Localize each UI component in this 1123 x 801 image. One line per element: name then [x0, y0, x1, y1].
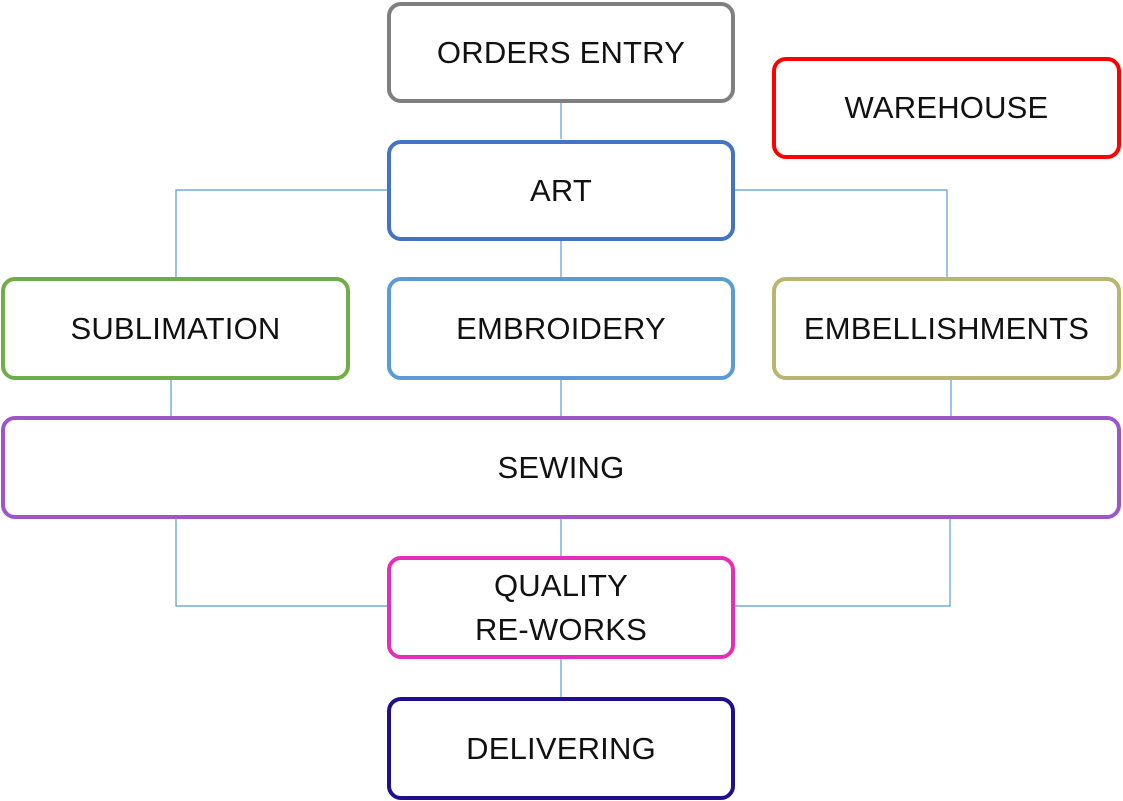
node-quality-reworks-label: QUALITY RE-WORKS — [474, 568, 648, 647]
node-delivering: DELIVERING — [387, 697, 735, 800]
node-warehouse: WAREHOUSE — [772, 57, 1121, 159]
node-quality-reworks: QUALITY RE-WORKS — [387, 556, 735, 659]
node-art-label: ART — [529, 172, 593, 208]
connector-quality-to-sewing-right — [734, 519, 951, 607]
node-sublimation: SUBLIMATION — [1, 277, 350, 380]
node-orders-entry-label: ORDERS ENTRY — [436, 34, 686, 70]
node-sewing-label: SEWING — [497, 449, 625, 485]
node-art: ART — [387, 140, 735, 241]
node-warehouse-label: WAREHOUSE — [844, 90, 1049, 126]
connector-art-to-embellishments — [734, 189, 948, 277]
connector-quality-to-sewing-left — [175, 519, 388, 607]
node-sublimation-label: SUBLIMATION — [70, 310, 281, 346]
node-orders-entry: ORDERS ENTRY — [387, 2, 735, 103]
node-sewing: SEWING — [1, 416, 1121, 519]
connector-art-to-sublimation — [175, 189, 388, 277]
node-embellishments-label: EMBELLISHMENTS — [803, 310, 1090, 346]
node-embellishments: EMBELLISHMENTS — [772, 277, 1121, 380]
node-embroidery: EMBROIDERY — [387, 277, 735, 380]
node-delivering-label: DELIVERING — [466, 730, 656, 766]
node-embroidery-label: EMBROIDERY — [456, 310, 666, 346]
